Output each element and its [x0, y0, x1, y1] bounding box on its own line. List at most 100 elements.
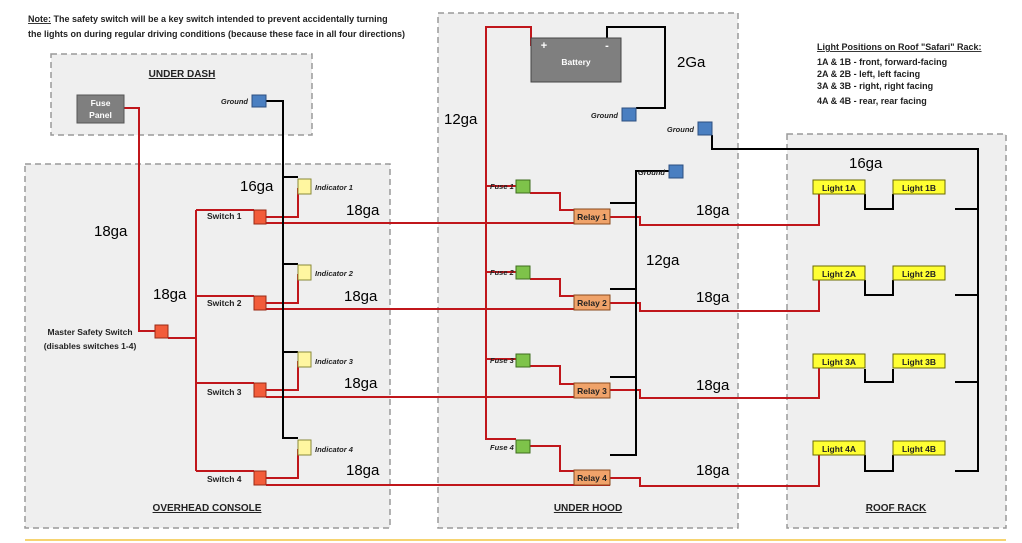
relay-label: Relay 3: [577, 386, 607, 396]
gauge-label: 18ga: [94, 223, 128, 240]
light-4b: [892, 440, 946, 456]
wire-relay-3-to-lights: [610, 368, 820, 399]
switch-4: [253, 470, 267, 486]
zone-title-under-hood: UNDER HOOD: [554, 503, 622, 514]
zone-title-under-dash: UNDER DASH: [149, 69, 216, 80]
light-label: Light 4B: [902, 444, 936, 454]
zone-overhead-console: [24, 163, 391, 529]
fuse-panel-label: Panel: [89, 110, 112, 120]
switch-2: [253, 295, 267, 311]
battery: [530, 37, 622, 83]
light-label: Light 3B: [902, 357, 936, 367]
master-switch-label: Master Safety Switch: [47, 327, 132, 337]
battery-plus-terminal: +: [541, 40, 547, 52]
gauge-label: 18ga: [346, 202, 380, 219]
wire-battery-positive-bus: [485, 26, 532, 440]
wire-relay-1-to-lights: [610, 194, 820, 226]
roof-ground-block: [697, 121, 713, 136]
note-line-2: the lights on during regular driving con…: [28, 29, 405, 39]
switch-label: Switch 4: [207, 474, 242, 484]
relay-1: [573, 208, 611, 225]
switch-3: [253, 382, 267, 398]
fuse-2: [515, 265, 531, 280]
switch-label: Switch 2: [207, 298, 242, 308]
gauge-label: 12ga: [444, 111, 478, 128]
fuse-3: [515, 353, 531, 368]
light-3a: [812, 353, 866, 369]
indicator-1: [297, 178, 312, 195]
wire-dash-ground: [266, 100, 298, 439]
wire-switch-1-indicator: [266, 188, 299, 218]
legend-item: 1A & 1B - front, forward-facing: [817, 57, 947, 67]
gauge-label: 2Ga: [677, 54, 706, 71]
gauge-label: 18ga: [344, 375, 378, 392]
fuse-1: [515, 179, 531, 194]
gauge-label: 18ga: [346, 462, 380, 479]
wire-fuse-4-relay: [530, 445, 574, 472]
light-label: Light 4A: [822, 444, 856, 454]
fuse-panel: [76, 94, 125, 124]
indicator-label: Indicator 3: [315, 357, 354, 366]
indicator-4: [297, 439, 312, 456]
light-3b: [892, 353, 946, 369]
indicator-label: Indicator 4: [315, 445, 354, 454]
relay-2: [573, 294, 611, 311]
wire-fuse-2-relay: [530, 278, 574, 297]
light-label: Light 1A: [822, 183, 856, 193]
fuse-4: [515, 439, 531, 454]
wire-switch-4-indicator: [266, 449, 299, 479]
relay-ground-label: Ground: [638, 168, 665, 177]
wire-switch-2-indicator: [266, 274, 299, 304]
wire-fuse-panel-to-master: [124, 107, 155, 332]
light-2a: [812, 265, 866, 281]
switch-1: [253, 209, 267, 225]
light-1b: [892, 179, 946, 195]
dash-ground-block: [251, 94, 267, 108]
relay-3: [573, 382, 611, 399]
fuse-panel-label: Fuse: [91, 98, 111, 108]
battery-ground-block: [621, 107, 637, 122]
master-switch-sublabel: (disables switches 1-4): [44, 341, 137, 351]
legend-item: 2A & 2B - left, left facing: [817, 69, 920, 79]
gauge-label: 12ga: [646, 252, 680, 269]
legend-item: 3A & 3B - right, right facing: [817, 81, 933, 91]
wire-relay-ground-bus: [610, 170, 669, 456]
gauge-label: 18ga: [696, 202, 730, 219]
wire-light-4a-4b: [864, 455, 894, 472]
indicator-3: [297, 351, 312, 368]
fuse-label: Fuse 4: [490, 443, 515, 452]
wire-light-3a-3b: [864, 369, 894, 383]
relay-label: Relay 1: [577, 212, 607, 222]
switch-label: Switch 1: [207, 211, 242, 221]
light-label: Light 1B: [902, 183, 936, 193]
gauge-label: 18ga: [696, 377, 730, 394]
indicator-label: Indicator 1: [315, 183, 353, 192]
light-1a: [812, 179, 866, 195]
wire-switch-3-indicator: [266, 361, 299, 391]
relay-ground-block: [668, 164, 684, 179]
light-label: Light 2B: [902, 269, 936, 279]
battery-minus-terminal: -: [605, 40, 609, 52]
switch-label: Switch 3: [207, 387, 242, 397]
zone-title-overhead-console: OVERHEAD CONSOLE: [153, 503, 262, 514]
fuse-label: Fuse 3: [490, 356, 515, 365]
gauge-label: 18ga: [153, 286, 187, 303]
light-label: Light 2A: [822, 269, 856, 279]
gauge-label: 16ga: [849, 155, 883, 172]
gauge-label: 18ga: [344, 288, 378, 305]
wire-relay-4-to-lights: [610, 455, 820, 487]
light-4a: [812, 440, 866, 456]
zone-title-roof-rack: ROOF RACK: [866, 503, 927, 514]
gauge-label: 18ga: [696, 462, 730, 479]
fuse-label: Fuse 2: [490, 268, 515, 277]
relay-label: Relay 4: [577, 473, 607, 483]
gauge-label: 16ga: [240, 178, 274, 195]
fuse-label: Fuse 1: [490, 182, 514, 191]
relay-label: Relay 2: [577, 298, 607, 308]
zone-roof-rack: [786, 133, 1007, 529]
roof-ground-label: Ground: [667, 125, 694, 134]
wire-light-2a-2b: [864, 280, 894, 296]
indicator-2: [297, 264, 312, 281]
